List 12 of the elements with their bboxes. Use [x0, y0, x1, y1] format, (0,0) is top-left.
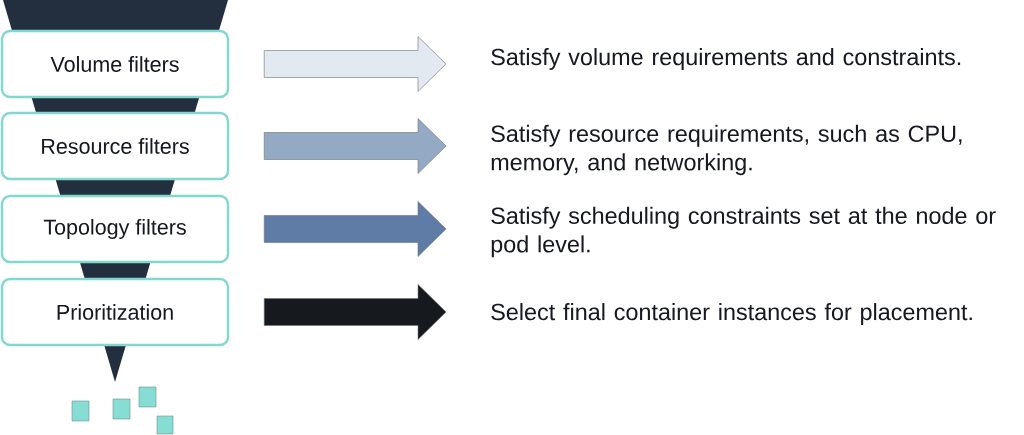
block-arrow [263, 284, 447, 340]
description-text: Satisfy scheduling constraints set at the node or pod level. [491, 206, 996, 258]
block-arrow [263, 201, 447, 257]
block-arrow [263, 118, 447, 174]
stage-box: Volume filters [0, 29, 230, 99]
description-text: Satisfy volume requirements and constraints. [491, 48, 961, 70]
stage-box: Resource filters [0, 111, 230, 181]
stage-box: Prioritization [0, 277, 230, 347]
stage-box: Topology filters [0, 194, 230, 264]
description-text: Satisfy resource requirements, such as CPU, memory, and networking. [491, 124, 962, 176]
description-text: Select final container instances for placement. [491, 303, 972, 325]
block-arrow [263, 36, 447, 92]
